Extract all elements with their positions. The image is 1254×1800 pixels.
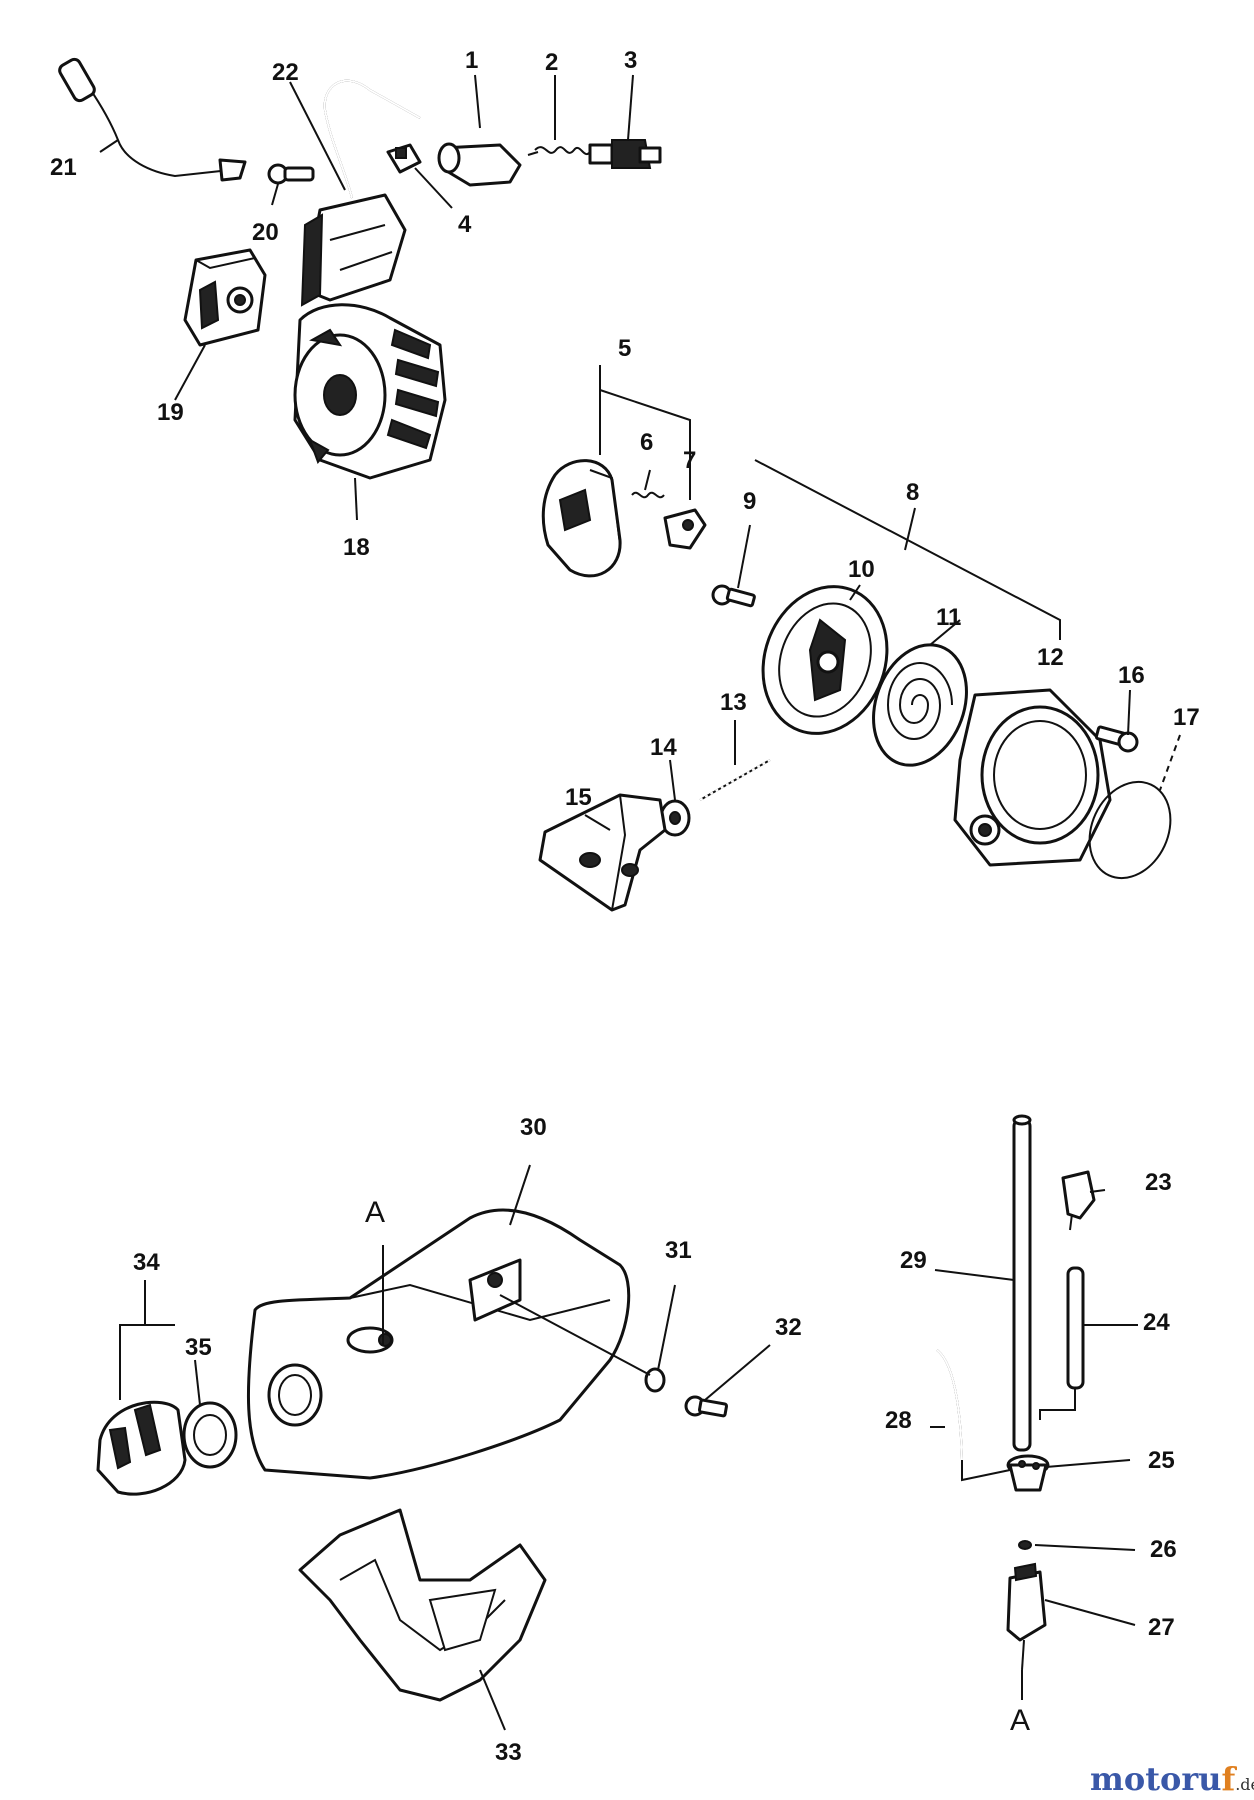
label-6: 6 [640,429,653,456]
label-5: 5 [618,335,631,362]
watermark-brand: motoru [1090,1760,1222,1798]
label-26: 26 [1150,1536,1177,1563]
label-35: 35 [185,1334,212,1361]
terminal-4 [386,143,422,174]
label-20: 20 [252,219,279,246]
fuel-pickup-pipe-29 [1012,1114,1032,1452]
o-ring-17 [1088,780,1172,880]
label-19: 19 [157,399,184,426]
fuel-hose-24 [1066,1266,1085,1390]
fitting-23 [1061,1170,1096,1231]
tank-bracket-33 [298,1508,547,1702]
bolt-32 [684,1395,729,1418]
watermark-logo: motoruf.de [1090,1760,1254,1798]
fuel-hose-28 [936,1349,963,1461]
label-22: 22 [272,59,299,86]
label-12: 12 [1037,644,1064,671]
starter-handle-15 [538,793,667,912]
bolt-16 [1094,725,1139,753]
clutch-shoe-7 [663,508,707,550]
label-11: 11 [936,604,961,631]
label-15: 15 [565,784,592,811]
watermark-domain: .de [1235,1775,1254,1794]
label-25: 25 [1148,1447,1175,1474]
label-17: 17 [1173,704,1200,731]
label-24: 24 [1143,1309,1170,1336]
clutch-assembly-5 [541,459,622,578]
bolt-20 [267,163,315,185]
label-23: 23 [1145,1169,1172,1196]
ignition-module-19 [183,248,267,347]
flywheel-18 [293,303,447,480]
label-14: 14 [650,734,677,761]
label-13: 13 [720,689,747,716]
label-32: 32 [775,1314,802,1341]
label-8: 8 [906,479,919,506]
label-34: 34 [133,1249,160,1276]
label-9: 9 [743,488,756,515]
spark-plug-wire-21 [58,57,247,182]
label-33: 33 [495,1739,522,1766]
starter-rope-13 [699,759,771,801]
fuel-cap-34 [96,1400,187,1496]
label-2: 2 [545,49,558,76]
ignition-coil-22 [300,79,421,307]
fuel-filter-27 [1006,1562,1047,1671]
label-3: 3 [624,47,637,74]
label-21: 21 [50,154,77,181]
spring-2 [527,146,591,156]
clip-26 [1018,1540,1032,1550]
spark-plug-cap-1 [437,142,522,187]
recoil-spring-11 [872,643,968,767]
fuel-tank-30 [246,1208,631,1480]
reel-10 [761,585,889,735]
label-29: 29 [900,1247,927,1274]
part-labels: 1 2 3 4 5 6 7 8 9 10 11 12 13 14 15 16 1… [50,47,1200,1766]
screw-9 [711,584,756,608]
cap-gasket-35 [182,1401,238,1469]
label-16: 16 [1118,662,1145,689]
label-4: 4 [458,211,472,238]
washer-31 [644,1367,666,1393]
label-7: 7 [683,447,696,474]
starter-housing-12 [953,688,1112,867]
fuel-filler-neck [267,1363,323,1427]
clutch-spring-6 [631,491,665,499]
label-10: 10 [848,556,875,583]
grommet-25 [1006,1454,1050,1492]
label-27: 27 [1148,1614,1175,1641]
connector-mark-upper: A [365,1196,385,1229]
watermark-accent: f [1221,1760,1236,1798]
label-28: 28 [885,1407,912,1434]
connector-mark-lower: A [1010,1704,1030,1737]
leader-lines [99,74,1181,1731]
label-31: 31 [665,1237,692,1264]
label-1: 1 [465,47,478,74]
label-18: 18 [343,534,370,561]
label-30: 30 [520,1114,547,1141]
spark-plug-3 [588,139,662,169]
